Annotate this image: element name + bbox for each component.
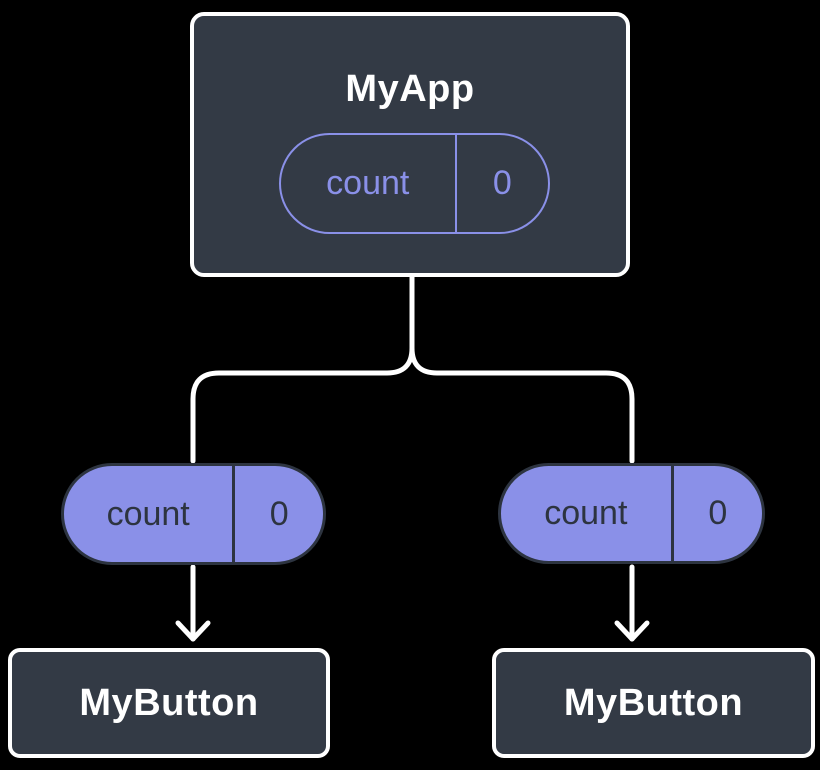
mybutton-box-right: MyButton: [492, 648, 815, 758]
prop-pill-left-name-segment: count: [64, 466, 232, 562]
prop-pill-left-name: count: [106, 494, 190, 533]
fork-line-right: [409, 274, 635, 464]
state-pill-value: 0: [492, 164, 512, 202]
state-pill-value-segment: 0: [454, 135, 548, 232]
prop-pill-left: count 0: [61, 463, 326, 565]
mybutton-right-label: MyButton: [563, 681, 744, 724]
prop-pill-right-value-segment: 0: [670, 466, 762, 561]
prop-pill-left-value: 0: [269, 494, 289, 533]
prop-pill-right: count 0: [498, 463, 765, 564]
myapp-box: MyApp count 0: [190, 12, 630, 277]
mybutton-box-left: MyButton: [8, 648, 330, 758]
myapp-title: MyApp: [345, 68, 475, 110]
state-pill-name-segment: count: [281, 135, 455, 232]
fork-line-left: [190, 274, 415, 464]
state-pill: count 0: [279, 133, 550, 234]
prop-pill-right-name: count: [544, 494, 628, 532]
prop-pill-right-value: 0: [708, 494, 728, 532]
mybutton-left-label: MyButton: [79, 681, 259, 724]
state-pill-name: count: [326, 164, 410, 202]
prop-arrow-left-head: [175, 620, 211, 642]
prop-pill-left-value-segment: 0: [232, 466, 323, 562]
prop-arrow-right-head: [614, 620, 650, 642]
prop-pill-right-name-segment: count: [501, 466, 671, 561]
